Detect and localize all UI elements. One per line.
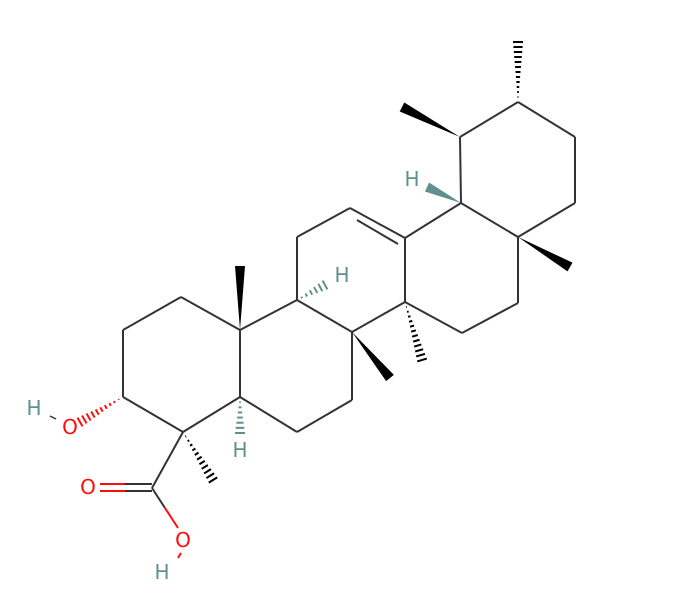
acid-o-h-bond xyxy=(177,552,182,559)
hash-stroke xyxy=(90,410,96,419)
hash-stroke xyxy=(203,468,212,475)
bond-c18-c19 xyxy=(459,136,462,204)
hash-stroke xyxy=(194,451,200,456)
bond-c19-c20 xyxy=(459,101,519,138)
h5-label: H xyxy=(232,438,247,462)
hydroxyl-hydrogen-label: H xyxy=(26,396,41,420)
hash-stroke xyxy=(409,324,415,328)
bond-c12-c13 xyxy=(349,207,406,239)
h9-label: H xyxy=(334,263,349,287)
hydroxyl-oxygen-label: O xyxy=(62,415,78,439)
acid-c-o-bond-red xyxy=(164,507,179,529)
hash-stroke xyxy=(313,286,319,294)
hash-stroke xyxy=(412,338,420,343)
hash-stroke xyxy=(407,315,411,318)
hash-stroke xyxy=(410,329,417,333)
hash-stroke xyxy=(189,443,193,447)
c17-methyl-wedge xyxy=(518,237,573,272)
hash-stroke xyxy=(196,455,203,461)
hash-stroke xyxy=(187,439,190,443)
hash-stroke xyxy=(317,283,324,292)
hash-stroke xyxy=(411,334,418,338)
bond-c7-c6 xyxy=(296,399,353,433)
hash-stroke xyxy=(85,413,92,421)
hash-stroke xyxy=(198,460,206,466)
c20-methyl-hash xyxy=(513,41,523,98)
c8-methyl-wedge xyxy=(352,332,394,382)
h18-wedge xyxy=(424,182,461,203)
bond-c22-c17 xyxy=(517,202,576,238)
hash-stroke xyxy=(205,472,215,479)
hash-stroke xyxy=(408,319,413,323)
bond-c9-c8 xyxy=(296,299,353,333)
bond-c4-cooh xyxy=(151,431,184,489)
bond-c18-c17 xyxy=(460,202,519,238)
bond-c11-c12 xyxy=(296,207,351,238)
bond-c4-c3 xyxy=(122,396,184,433)
hash-stroke xyxy=(304,293,309,297)
c10-methyl-wedge xyxy=(235,266,245,330)
hash-stroke xyxy=(308,289,314,296)
h18-label: H xyxy=(404,167,419,191)
h9-hash xyxy=(300,280,329,299)
bond-a2-c10 xyxy=(180,296,241,331)
bond-c5-c4 xyxy=(182,396,241,433)
bond-a1-a2 xyxy=(122,296,182,331)
bond-c6-c5 xyxy=(239,396,298,433)
hash-stroke xyxy=(76,417,84,427)
acid-hydrogen-label: H xyxy=(154,560,169,584)
hash-stroke xyxy=(300,296,303,299)
hash-stroke xyxy=(99,406,104,413)
c19-methyl-wedge xyxy=(399,102,460,137)
hash-stroke xyxy=(113,400,116,404)
hash-stroke xyxy=(415,352,426,358)
hash-stroke xyxy=(321,280,329,290)
c3-hydroxyl-hash xyxy=(76,398,120,427)
bond-c20-c21 xyxy=(517,101,576,138)
hash-stroke xyxy=(81,415,88,424)
h5-hash xyxy=(235,401,245,434)
bond-c15-c14 xyxy=(404,301,463,334)
hash-stroke xyxy=(413,343,422,348)
acid-oxygen-label: O xyxy=(175,528,191,552)
hash-stroke xyxy=(414,348,424,353)
c14-methyl-hash xyxy=(405,305,428,363)
hash-stroke xyxy=(94,408,100,416)
hash-stroke xyxy=(108,402,112,407)
bond-c16-c15 xyxy=(461,302,519,334)
c4-methyl-hash xyxy=(184,435,218,484)
hash-stroke xyxy=(103,404,108,410)
hash-stroke xyxy=(117,398,120,401)
bond-c13-c18 xyxy=(404,202,462,239)
carbonyl-oxygen-label: O xyxy=(80,475,96,499)
acid-c-o-bond xyxy=(151,487,166,509)
double-bond-inner xyxy=(356,219,399,245)
hash-stroke xyxy=(208,476,218,484)
hash-stroke xyxy=(191,447,196,452)
bond-c10-c9 xyxy=(239,299,298,331)
hash-stroke xyxy=(201,464,209,470)
bond-c14-c8 xyxy=(351,301,406,333)
hydroxyl-o-h-bond xyxy=(49,415,57,420)
hash-stroke xyxy=(416,357,428,363)
